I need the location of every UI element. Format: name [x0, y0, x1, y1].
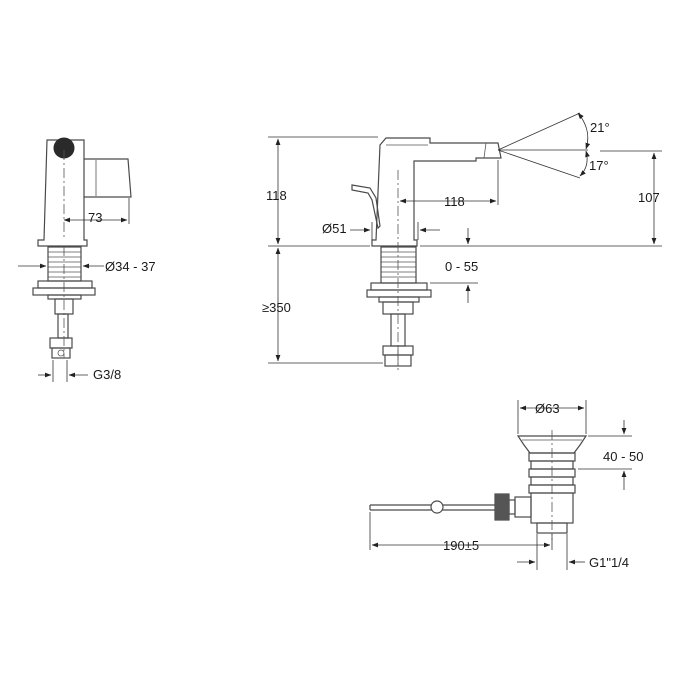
dim-connection: G3/8 — [38, 360, 121, 382]
waste-rod — [369, 500, 495, 514]
dim-flange-diameter: Ø63 — [517, 400, 587, 434]
front-body — [351, 137, 502, 247]
dim-label-73: 73 — [88, 210, 102, 225]
waste-assembly: Ø63 40 - 50 190±5 G1"1/4 — [369, 400, 643, 570]
dim-label-base: Ø51 — [322, 221, 347, 236]
dim-label-waste-height: 40 - 50 — [603, 449, 643, 464]
dim-label-hose: ≥350 — [262, 300, 291, 315]
dim-base-diameter: Ø51 — [322, 221, 440, 240]
side-threaded-shank — [32, 246, 96, 359]
side-body — [37, 137, 132, 247]
spray-angles: 21° 17° — [497, 112, 610, 179]
dim-label-deck: 0 - 55 — [445, 259, 478, 274]
front-view: 21° 17° 118 118 Ø51 10 — [262, 112, 662, 370]
angle-label-up: 21° — [590, 120, 610, 135]
dim-label-shank: Ø34 - 37 — [105, 259, 156, 274]
dim-label-spout-height: 107 — [638, 190, 660, 205]
side-view: 73 Ø34 - 37 G3/8 — [18, 137, 156, 382]
angle-label-down: 17° — [589, 158, 609, 173]
dim-deck-thickness: 0 - 55 — [430, 228, 478, 303]
front-threaded-shank — [366, 170, 432, 370]
dim-spout-height: 107 — [420, 150, 662, 247]
dim-height: 118 — [266, 136, 378, 247]
dim-label-height: 118 — [266, 188, 287, 203]
dim-label-rod: 190±5 — [443, 538, 479, 553]
dim-label-flange: Ø63 — [535, 401, 560, 416]
dim-label-reach: 118 — [444, 194, 465, 209]
dim-shank-diameter: Ø34 - 37 — [18, 259, 156, 274]
dim-rod-length: 190±5 — [369, 512, 553, 553]
dim-label-thread: G1"1/4 — [589, 555, 629, 570]
waste-body — [494, 430, 588, 540]
dim-waste-height: 40 - 50 — [578, 420, 643, 490]
dim-spout-reach: 118 — [399, 160, 499, 209]
rod-ball-icon — [430, 500, 444, 514]
dim-hose-length: ≥350 — [262, 247, 383, 364]
dim-thread: G1"1/4 — [517, 534, 629, 570]
dim-label-g38: G3/8 — [93, 367, 121, 382]
dim-handle-depth: 73 — [63, 198, 130, 225]
